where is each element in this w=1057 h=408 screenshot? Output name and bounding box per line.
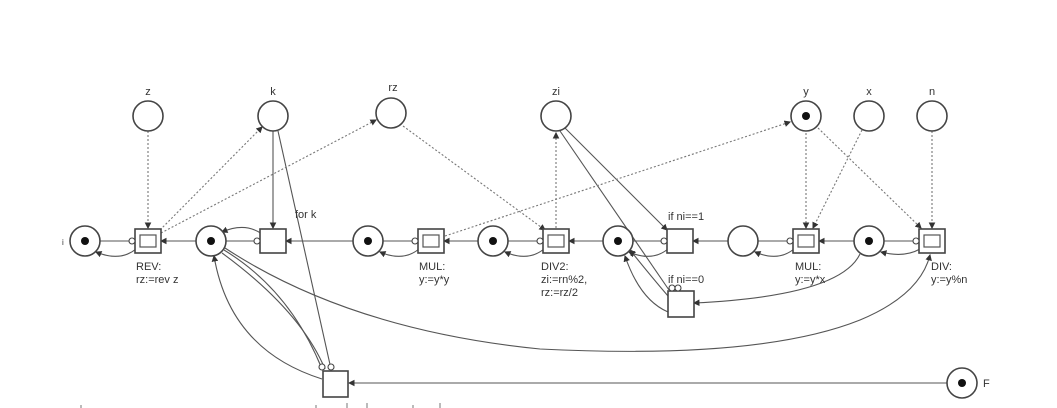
transition-div2-label-1: DIV2:	[541, 261, 569, 273]
transition-mul1-label-1: MUL:	[419, 261, 445, 273]
transition-if-ni-0[interactable]: if ni==0	[667, 274, 704, 318]
transition-if0-label: if ni==0	[668, 274, 704, 286]
place-i-label: i	[62, 238, 64, 247]
arc-if0-p4-a	[629, 249, 669, 297]
transition-div2-label-2: zi:=rn%2,	[541, 274, 587, 286]
transition-mul1-label-2: y:=y*y	[419, 274, 450, 286]
inhibitor-marker	[128, 237, 136, 245]
arc-div-return	[879, 248, 921, 257]
transition-rev-label-1: REV:	[136, 261, 161, 273]
arc-mul1-return	[378, 248, 420, 258]
token	[614, 237, 622, 245]
arc-rev-rz	[160, 119, 377, 234]
place-F[interactable]: F	[946, 367, 990, 399]
place-y-label: y	[803, 86, 809, 98]
arc-x-mul2	[812, 129, 863, 229]
transition-rev[interactable]: REV: rz:=rev z	[128, 228, 178, 286]
token	[958, 379, 966, 387]
arc-rev-return	[94, 248, 137, 258]
place-p3[interactable]	[477, 225, 509, 257]
arc-zi-if0	[559, 130, 670, 291]
transition-div2-label-3: rz:=rz/2	[541, 287, 578, 299]
token	[81, 237, 89, 245]
arc-fork-return	[220, 226, 263, 235]
inhibitor-marker	[253, 237, 261, 245]
transition-div-label-2: y:=y%n	[931, 274, 967, 286]
inhibitor-marker	[327, 363, 335, 371]
place-k[interactable]: k	[257, 86, 289, 132]
place-y[interactable]: y	[790, 86, 822, 132]
place-p4[interactable]	[602, 225, 634, 257]
inhibitor-marker	[786, 237, 794, 245]
arc-p1-div	[224, 247, 932, 352]
transition-if-ni-1[interactable]: if ni==1	[660, 211, 704, 254]
arc-rz-div2	[402, 125, 546, 231]
arc-final-p1-a	[211, 254, 323, 380]
transition-div2[interactable]: DIV2: zi:=rn%2, rz:=rz/2	[536, 228, 587, 299]
token	[802, 112, 810, 120]
arc-k-final	[277, 130, 332, 370]
place-F-label: F	[983, 378, 990, 390]
arc-rev-k	[159, 126, 263, 231]
place-p1[interactable]	[195, 225, 227, 257]
clipped-bottom-marks	[80, 403, 441, 408]
arc-p1-final-c	[223, 249, 323, 370]
place-zi[interactable]: zi	[540, 86, 572, 132]
inhibitor-marker	[318, 363, 326, 371]
place-x-label: x	[866, 86, 872, 98]
token	[207, 237, 215, 245]
place-i[interactable]: i	[62, 225, 101, 257]
place-rz[interactable]: rz	[375, 82, 407, 129]
transition-fork-label: for k	[295, 209, 317, 221]
place-z[interactable]: z	[132, 86, 164, 132]
place-p6[interactable]	[853, 225, 885, 257]
place-zi-label: zi	[552, 86, 560, 98]
arc-p1-final-b	[221, 252, 326, 370]
arc-if0-p4-b	[623, 254, 669, 313]
token	[489, 237, 497, 245]
arc-div2-return	[503, 248, 545, 258]
place-n[interactable]: n	[916, 86, 948, 132]
transition-if1-label: if ni==1	[668, 211, 704, 223]
place-rz-label: rz	[388, 82, 397, 94]
transition-div-label-1: DIV:	[931, 261, 952, 273]
arc-mul2-return	[753, 248, 795, 258]
place-x[interactable]: x	[853, 86, 885, 132]
inhibitor-marker	[536, 237, 544, 245]
inhibitor-marker	[660, 237, 668, 245]
arc-p6-if0	[692, 253, 861, 307]
inhibitor-marker	[912, 237, 920, 245]
transition-rev-label-2: rz:=rev z	[136, 274, 178, 286]
transition-fork[interactable]: for k	[253, 209, 317, 254]
place-k-label: k	[270, 86, 276, 98]
place-p5[interactable]	[727, 225, 759, 257]
place-z-label: z	[145, 86, 151, 98]
arc-mul1-y	[444, 120, 792, 237]
transition-mul2-label-1: MUL:	[795, 261, 821, 273]
transition-div[interactable]: DIV: y:=y%n	[912, 228, 967, 286]
place-p2[interactable]	[352, 225, 384, 257]
arc-y-div	[817, 127, 922, 229]
transition-mul2[interactable]: MUL: y:=y*x	[786, 228, 826, 286]
inhibitor-marker	[674, 284, 682, 292]
inhibitor-marker	[411, 237, 419, 245]
place-n-label: n	[929, 86, 935, 98]
token	[364, 237, 372, 245]
transition-mul2-label-2: y:=y*x	[795, 274, 826, 286]
transition-mul1[interactable]: MUL: y:=y*y	[411, 228, 450, 286]
transition-final[interactable]	[318, 363, 349, 398]
token	[865, 237, 873, 245]
